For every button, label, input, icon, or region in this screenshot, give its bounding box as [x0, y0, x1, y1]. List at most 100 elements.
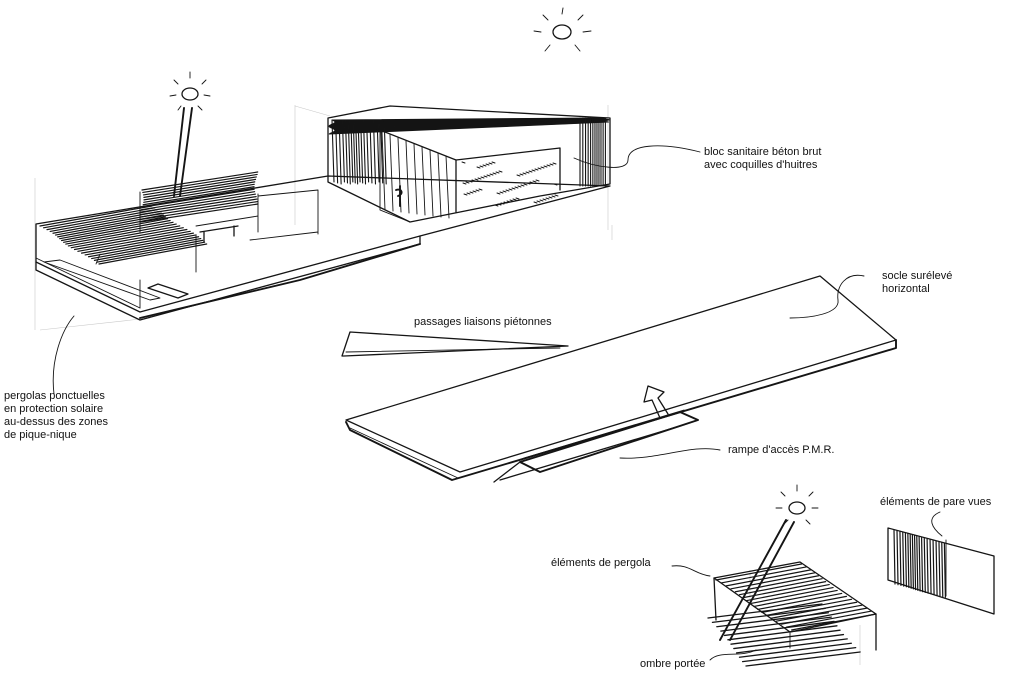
hatch-stroke: [383, 119, 387, 185]
hatch-stroke: [720, 566, 807, 584]
hatch-stroke: [91, 237, 202, 260]
hatch-stroke: [142, 186, 255, 206]
hatch-stroke: [522, 172, 527, 175]
hatch-stroke: [341, 119, 345, 183]
hatch-stroke: [542, 198, 547, 201]
hatch-stroke: [765, 598, 853, 616]
hatch-stroke: [477, 177, 482, 180]
hatch-stroke: [727, 625, 838, 641]
hatch-stroke: [549, 163, 554, 166]
hatch-stroke: [139, 198, 258, 218]
hatch-stroke: [938, 541, 941, 597]
hatch-stroke: [46, 209, 158, 231]
hatch-stroke: [360, 119, 364, 184]
raised-plinth: [341, 275, 897, 483]
hatch-stroke: [65, 223, 177, 245]
hatch-stroke: [479, 165, 484, 168]
hatch-stroke: [499, 191, 504, 194]
hatch-stroke: [380, 119, 384, 184]
hatch-stroke: [757, 592, 843, 611]
hatch-stroke: [506, 200, 511, 203]
annotation-pare-vues: éléments de pare vues: [880, 496, 992, 508]
hatch-stroke: [142, 176, 257, 196]
hatch-stroke: [515, 197, 520, 200]
hatch-stroke: [935, 540, 938, 596]
hatch-stroke: [533, 201, 538, 204]
hatch-stroke: [437, 152, 442, 218]
hatch-stroke: [139, 200, 259, 221]
annotation-passages: passages liaisons piétonnes: [414, 316, 552, 328]
hatch-stroke: [519, 173, 524, 176]
hatch-stroke: [548, 196, 553, 199]
hatch-stroke: [512, 198, 517, 201]
hatch-stroke: [139, 203, 259, 223]
hatch-stroke: [462, 182, 467, 185]
pergola-hatch-middle: [139, 171, 259, 223]
hatch-stroke: [785, 610, 873, 628]
hatch-stroke: [738, 642, 852, 658]
hatch-stroke: [896, 530, 899, 586]
hatch-stroke: [904, 532, 907, 588]
hatch-stroke: [42, 207, 156, 229]
annotation-rampe: rampe d'accès P.M.R.: [728, 444, 835, 456]
hatch-stroke: [140, 193, 256, 213]
hatch-stroke: [525, 171, 530, 174]
annotation-socle: socle surélevé horizontal: [882, 270, 953, 295]
hatch-stroke: [488, 162, 493, 165]
hatch-stroke: [528, 170, 533, 173]
hatch-stroke: [472, 190, 477, 193]
sun-icon-top: [533, 7, 592, 52]
hatch-stroke: [139, 196, 257, 216]
hatch-stroke: [480, 176, 485, 179]
hatch-stroke: [57, 216, 166, 238]
hatch-stroke: [725, 569, 812, 587]
hatch-stroke: [476, 166, 481, 169]
hatch-stroke: [730, 572, 816, 590]
hatch-stroke: [141, 171, 259, 191]
hatch-stroke: [485, 163, 490, 166]
hatch-stroke: [720, 616, 832, 632]
pergola-hatch-left: [39, 205, 208, 265]
hatch-stroke: [749, 586, 834, 605]
hatch-stroke: [913, 534, 917, 591]
hatch-stroke: [355, 119, 359, 185]
hatch-stroke: [734, 575, 820, 593]
hatch-stroke: [142, 173, 258, 194]
hatch-stroke: [496, 192, 501, 195]
hatch-stroke: [77, 230, 191, 252]
hatch-stroke: [328, 121, 610, 135]
hatch-stroke: [495, 171, 500, 174]
hatch-stroke: [335, 119, 339, 184]
hatch-stroke: [918, 536, 921, 592]
hatch-stroke: [921, 537, 924, 593]
hatch-stroke: [366, 119, 370, 183]
hatch-stroke: [520, 184, 525, 187]
hatch-stroke: [716, 612, 830, 628]
hatch-stroke: [80, 232, 194, 254]
hatch-stroke: [475, 189, 480, 192]
hatch-stroke: [753, 589, 838, 608]
hatch-stroke: [730, 629, 841, 645]
hatch-stroke: [508, 188, 513, 191]
hatch-stroke: [516, 174, 521, 177]
hatch-stroke: [468, 180, 473, 183]
hatch-stroke: [61, 219, 171, 242]
hatch-stroke: [352, 119, 356, 184]
hatch-stroke: [87, 236, 200, 258]
hatch-stroke: [372, 119, 377, 185]
hatch-stroke: [59, 218, 169, 240]
hatch-stroke: [517, 185, 522, 188]
hatch-stroke: [893, 529, 896, 585]
hatch-stroke: [916, 535, 919, 591]
hatch-stroke: [494, 204, 499, 207]
hatch-stroke: [143, 181, 256, 201]
hatch-stroke: [84, 234, 197, 256]
hatch-stroke: [926, 538, 929, 594]
hatch-stroke: [932, 539, 935, 596]
hatch-stroke: [537, 167, 542, 170]
hatch-stroke: [461, 161, 466, 164]
hatch-stroke: [733, 633, 845, 650]
hatch-stroke: [93, 239, 204, 261]
annotation-elements-pergola: éléments de pergola: [551, 557, 651, 569]
